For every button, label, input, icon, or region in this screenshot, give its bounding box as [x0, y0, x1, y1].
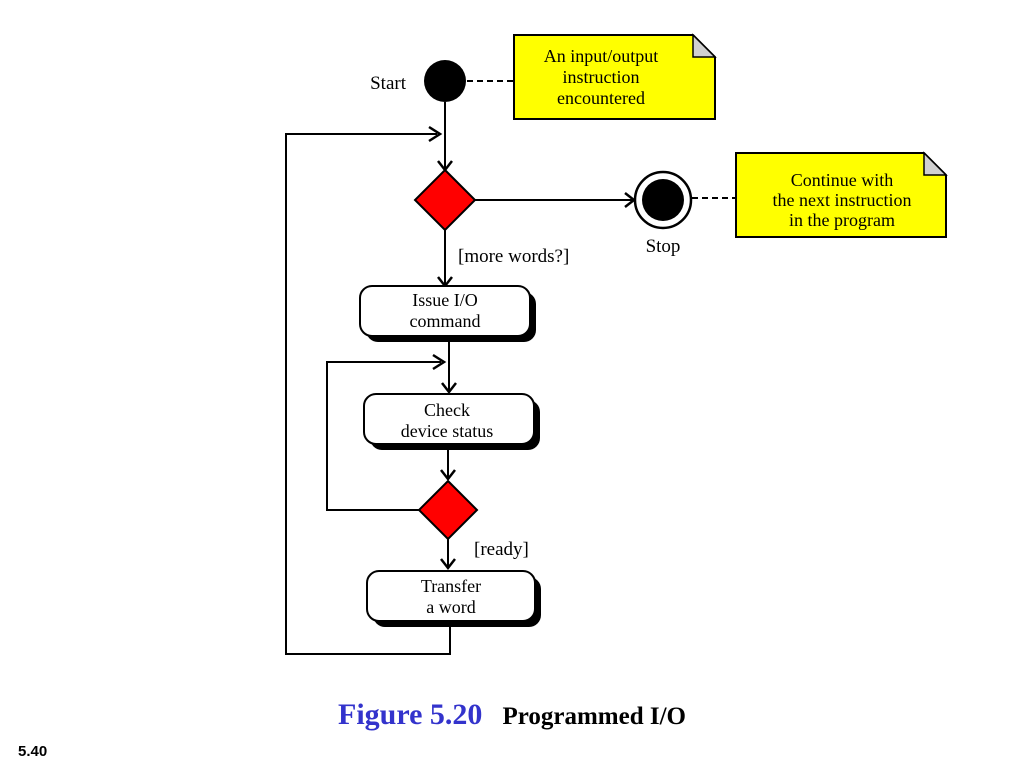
stop-note-line-3: in the program [789, 210, 895, 230]
arrowhead-transfer [440, 558, 456, 571]
figure-number: Figure 5.20 [338, 698, 483, 731]
figure-title: Programmed I/O [502, 703, 686, 730]
arrowhead-decision-2 [440, 469, 456, 482]
stop-label: Stop [646, 236, 681, 257]
issue-command-line-1: Issue I/O [412, 290, 478, 310]
start-note-line-3: encountered [557, 88, 645, 108]
issue-command-line-2: command [410, 311, 481, 331]
start-note-line-1: An input/output [544, 46, 659, 66]
check-status-action [363, 393, 535, 445]
outer-loop-arrowhead [428, 125, 443, 143]
decision-ready [417, 479, 479, 541]
check-status-line-2: device status [401, 421, 493, 441]
guard-ready: [ready] [474, 539, 529, 560]
slide-number: 5.40 [18, 743, 48, 760]
transfer-word-line-2: a word [426, 597, 475, 617]
start-note [513, 34, 716, 120]
stop-note-line-1: Continue with [791, 170, 894, 190]
start-node [424, 60, 466, 102]
guard-more-words: [more words?] [458, 246, 569, 267]
stop-note-line-2: the next instruction [773, 190, 912, 210]
inner-loop-arrowhead [432, 353, 447, 371]
stop-note-fold [923, 151, 948, 176]
stop-node [642, 179, 684, 221]
start-label: Start [370, 73, 407, 94]
decision-more-words [413, 168, 477, 232]
inner-loop-connector [326, 361, 441, 511]
outer-loop-connector [285, 133, 451, 655]
start-note-fold [692, 33, 717, 58]
start-note-line-2: instruction [563, 67, 640, 87]
transfer-word-action [366, 570, 536, 622]
activity-diagram: Start An input/output instruction encoun… [285, 33, 948, 655]
transfer-word-line-1: Transfer [421, 576, 481, 596]
figure-caption: Figure 5.20 Programmed I/O [0, 698, 1024, 732]
stop-note [735, 152, 947, 238]
issue-command-action [359, 285, 531, 337]
arrowhead-check [441, 382, 457, 395]
check-status-line-1: Check [424, 400, 470, 420]
